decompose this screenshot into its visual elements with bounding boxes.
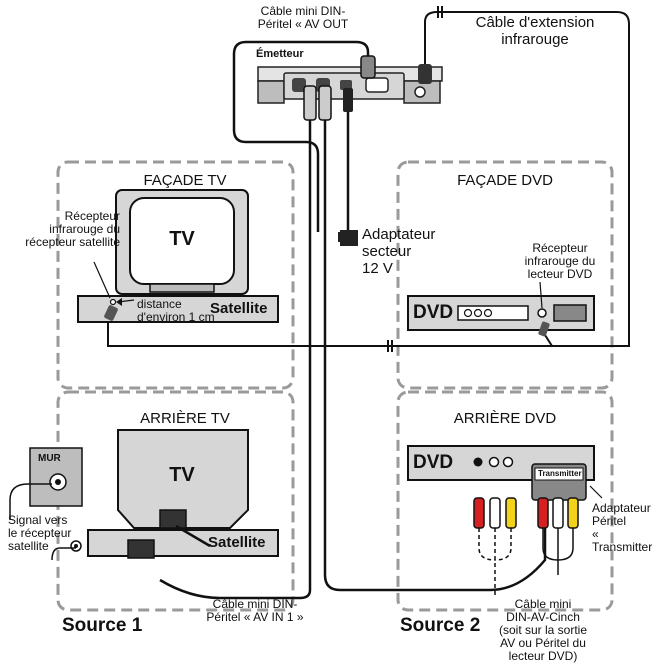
- source-1-label: Source 1: [62, 615, 143, 636]
- wall-label: MUR: [38, 453, 61, 464]
- distance-label: distance d'environ 1 cm: [137, 297, 215, 324]
- dvd-back-dvd-label: DVD: [413, 452, 454, 473]
- power-adapter: [338, 230, 358, 246]
- ir-extension-label: Câble d'extension infrarouge: [475, 14, 595, 48]
- signal-label: Signal vers le récepteur satellite: [8, 513, 72, 553]
- emitter-out-plug: [360, 55, 376, 79]
- tv-back-satellite-label: Satellite: [208, 534, 266, 551]
- panel-tv-front: [56, 160, 295, 390]
- emitter-cable-label: Câble mini DIN- Péritel « AV OUT: [257, 4, 349, 31]
- dvd-front-dvd-label: DVD: [413, 302, 454, 323]
- panel-dvd-front: [396, 160, 614, 390]
- tv-ir-receiver-label: Récepteur infrarouge du récepteur satell…: [25, 209, 120, 249]
- dvd-av-cable: [323, 100, 547, 592]
- tv-back-title: ARRIÈRE TV: [140, 410, 230, 427]
- panel-dvd-back: [396, 390, 614, 612]
- transmitter-label: Transmitter: [538, 469, 582, 478]
- emitter-name: Émetteur: [256, 48, 304, 60]
- ir-extension-cable: [107, 6, 630, 352]
- tv-front-device: [77, 189, 279, 323]
- rca-plugs-left: [473, 497, 517, 529]
- dvd-back-title: ARRIÈRE DVD: [453, 410, 557, 427]
- dvd-av-cable-label: Câble mini DIN-AV-Cinch (soit sur la sor…: [498, 597, 588, 663]
- emitter-out-cable: [232, 40, 370, 232]
- source-2-label: Source 2: [400, 615, 481, 636]
- rca-plugs-right: [537, 497, 579, 529]
- dvd-front-title: FAÇADE DVD: [457, 172, 553, 189]
- ir-extension-plug: [418, 64, 432, 84]
- adapter-label: Adaptateur secteur 12 V: [362, 226, 436, 277]
- tv-front-satellite-label: Satellite: [210, 300, 268, 317]
- peritel-adapter-label: Adaptateur Péritel « Transmitter: [592, 501, 653, 554]
- av-in-cable-label: Câble mini DIN- Péritel « AV IN 1 »: [206, 597, 304, 624]
- tv-back-device: [70, 429, 279, 559]
- tv-front-title: FAÇADE TV: [143, 172, 227, 189]
- dvd-front-device: [407, 281, 595, 337]
- rca-cables: [478, 528, 574, 595]
- dvd-back-device: [407, 445, 603, 501]
- dvd-ir-receiver-label: Récepteur infrarouge du lecteur DVD: [524, 241, 596, 281]
- av-in-cable: [159, 100, 312, 600]
- tv-front-tv-label: TV: [169, 228, 195, 250]
- tv-back-tv-label: TV: [169, 464, 195, 486]
- emitter-plugs: [303, 85, 353, 121]
- wall-outlet: [9, 447, 83, 561]
